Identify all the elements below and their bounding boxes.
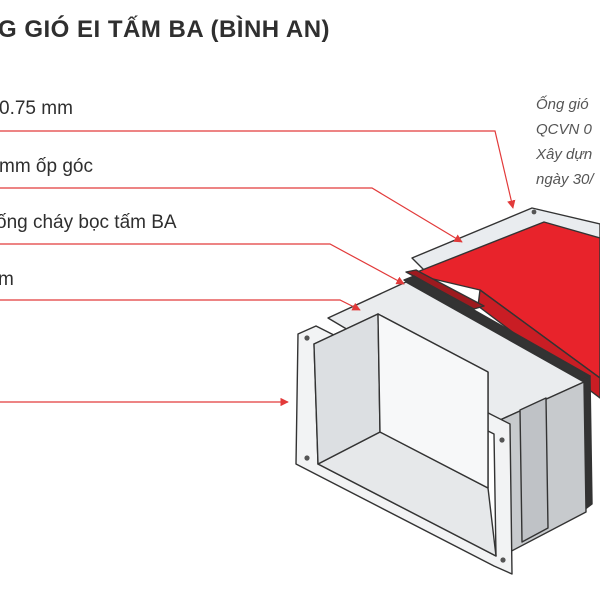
label-dimension: m bbox=[0, 269, 14, 290]
label-fire-duct-board: ống cháy bọc tấm BA bbox=[0, 212, 177, 233]
note-line-4: ngày 30/ bbox=[536, 171, 594, 188]
leader-line-corner bbox=[0, 187, 463, 243]
note-line-3: Xây dựn bbox=[536, 146, 593, 163]
bolt-hole bbox=[500, 557, 506, 563]
diagram-title: G GIÓ EI TẤM BA (BÌNH AN) bbox=[0, 16, 331, 43]
bolt-hole bbox=[304, 455, 310, 461]
note-line-2: QCVN 0 bbox=[536, 121, 592, 138]
leader-line-fire-board bbox=[0, 243, 405, 285]
leader-line-steel bbox=[0, 130, 516, 209]
fire-board-top bbox=[411, 221, 600, 379]
label-corner-cladding: mm ốp góc bbox=[0, 156, 93, 177]
bolt-hole bbox=[531, 209, 537, 215]
bolt-hole bbox=[304, 335, 310, 341]
label-steel-thickness: 0.75 mm bbox=[0, 98, 73, 119]
steel-corner-strip bbox=[519, 397, 549, 543]
bolt-hole bbox=[499, 437, 505, 443]
note-line-1: Ống gió bbox=[536, 96, 589, 113]
leader-line-dimension bbox=[0, 299, 361, 311]
standard-note: Ống gió QCVN 0 Xây dựn ngày 30/ bbox=[536, 92, 594, 192]
